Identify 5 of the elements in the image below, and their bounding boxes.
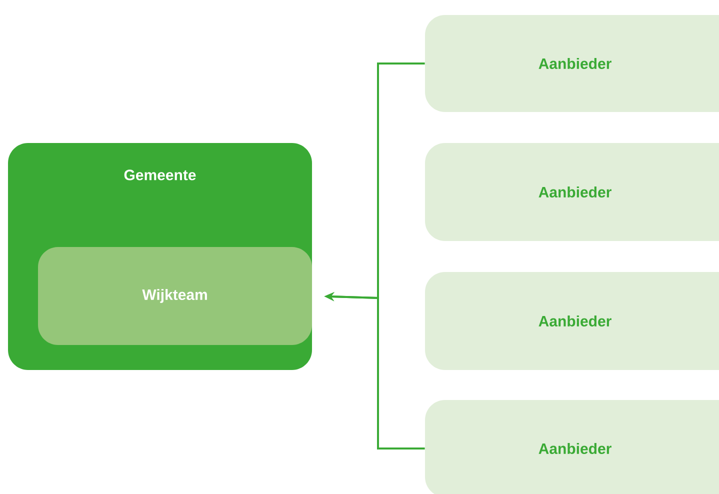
process-box: Aanbieder bbox=[425, 143, 719, 241]
process-box: Wijkteam bbox=[38, 247, 312, 345]
process-box: Aanbieder bbox=[425, 400, 719, 494]
process-box: Aanbieder bbox=[425, 272, 719, 370]
process-box: Aanbieder bbox=[425, 15, 719, 112]
